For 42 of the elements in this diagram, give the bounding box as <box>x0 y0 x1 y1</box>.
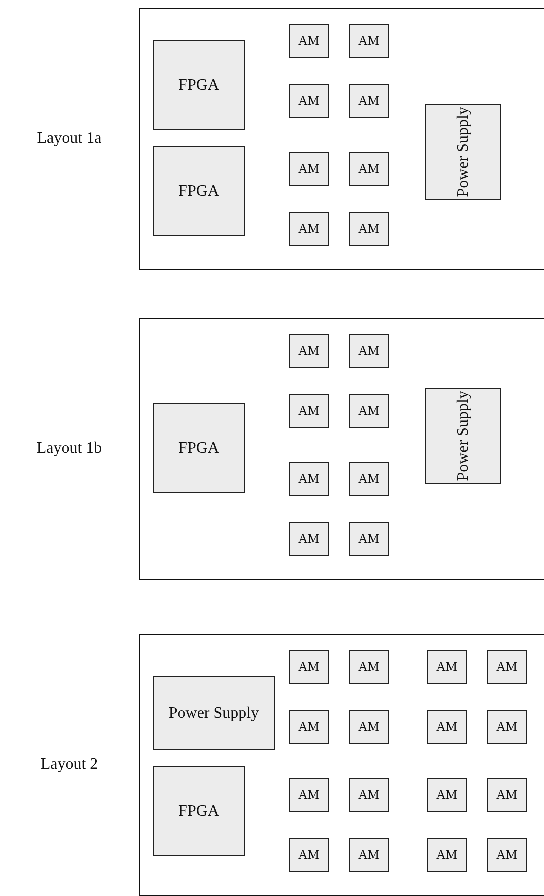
am-module-block: AM <box>289 778 329 812</box>
am-module-block: AM <box>289 212 329 246</box>
am-module-block: AM <box>289 334 329 368</box>
am-module-block: AM <box>289 394 329 428</box>
am-module-block: AM <box>289 838 329 872</box>
am-module-block: AM <box>487 650 527 684</box>
am-module-block: AM <box>289 152 329 186</box>
power-supply-block: Power Supply <box>425 104 501 200</box>
am-module-block: AM <box>349 710 389 744</box>
am-module-block: AM <box>289 710 329 744</box>
am-module-block: AM <box>289 84 329 118</box>
am-module-block: AM <box>487 838 527 872</box>
layout-label: Layout 2 <box>40 755 100 775</box>
am-module-block: AM <box>427 778 467 812</box>
power-supply-block: Power Supply <box>153 676 275 750</box>
am-module-block: AM <box>349 24 389 58</box>
am-module-block: AM <box>349 650 389 684</box>
layout-label: Layout 1b <box>36 439 104 459</box>
fpga-chip-block: FPGA <box>153 40 245 130</box>
fpga-chip-block: FPGA <box>153 146 245 236</box>
fpga-chip-block: FPGA <box>153 766 245 856</box>
am-module-block: AM <box>349 462 389 496</box>
power-supply-block: Power Supply <box>425 388 501 484</box>
am-module-block: AM <box>427 650 467 684</box>
am-module-block: AM <box>427 838 467 872</box>
am-module-block: AM <box>349 152 389 186</box>
am-module-block: AM <box>349 334 389 368</box>
am-module-block: AM <box>349 522 389 556</box>
am-module-block: AM <box>289 462 329 496</box>
am-module-block: AM <box>349 838 389 872</box>
am-module-block: AM <box>289 24 329 58</box>
am-module-block: AM <box>427 710 467 744</box>
am-module-block: AM <box>349 394 389 428</box>
am-module-block: AM <box>349 84 389 118</box>
fpga-chip-block: FPGA <box>153 403 245 493</box>
am-module-block: AM <box>349 778 389 812</box>
layout-label: Layout 1a <box>36 129 103 149</box>
am-module-block: AM <box>349 212 389 246</box>
am-module-block: AM <box>487 778 527 812</box>
am-module-block: AM <box>487 710 527 744</box>
am-module-block: AM <box>289 650 329 684</box>
am-module-block: AM <box>289 522 329 556</box>
